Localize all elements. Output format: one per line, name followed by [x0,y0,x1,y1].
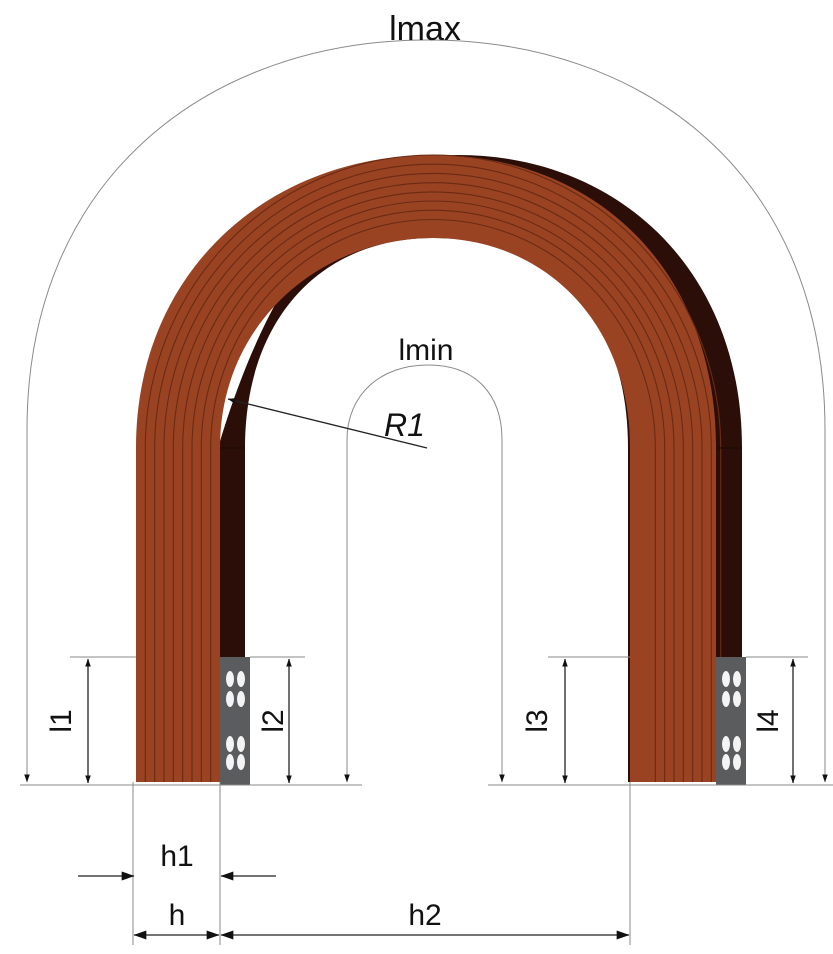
r1-radius-line [227,398,428,449]
lmax-contour [24,39,828,783]
left-terminal [220,657,250,785]
lmin-contour [344,364,505,783]
l4-label: l4 [752,709,785,732]
coil-front-face [136,155,716,782]
right-terminal [716,657,746,785]
lmin-label: lmin [398,334,453,367]
l3-label: l3 [521,709,554,732]
l2-label: l2 [257,709,290,732]
extension-lines [20,656,833,945]
h-label: h [169,899,186,932]
r1-label: R1 [384,407,425,443]
coil-laminations [144,154,722,782]
lmax-label: lmax [389,10,461,48]
l1-label: l1 [45,709,78,732]
h1-label: h1 [160,840,193,873]
u-shaped-coil [136,154,742,782]
h2-label: h2 [408,899,441,932]
